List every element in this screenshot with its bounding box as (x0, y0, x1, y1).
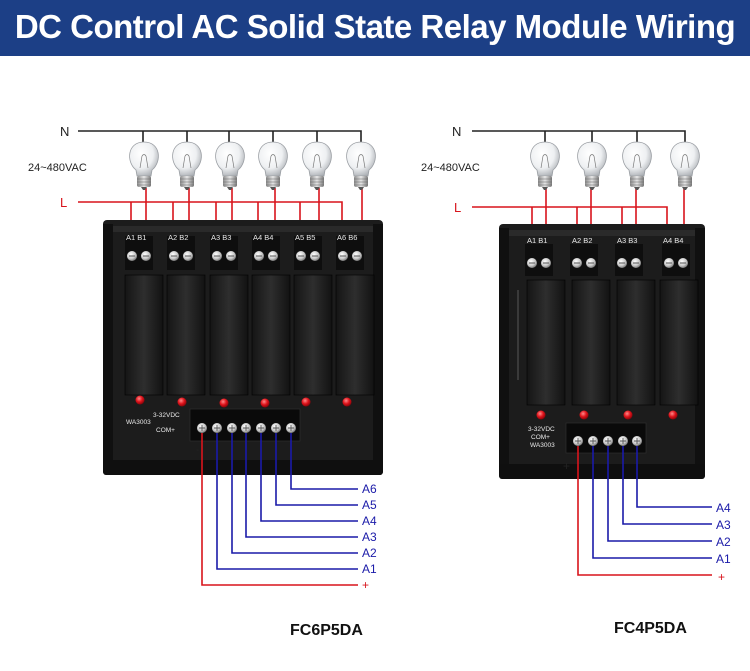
terminal-label: A4 B4 (663, 236, 683, 245)
live-label: L (454, 200, 461, 215)
input-voltage-label: 3-32VDC (153, 412, 180, 419)
light-bulb (215, 141, 245, 190)
com-label: COM+ (531, 434, 550, 441)
light-bulb (530, 141, 560, 190)
module-fc4p5da: N 24~480VAC L (421, 124, 731, 637)
light-bulb (129, 141, 159, 190)
control-label: A1 (716, 552, 731, 566)
voltage-label: 24~480VAC (421, 162, 480, 174)
terminal-label: A5 B5 (295, 233, 315, 242)
model-name: FC4P5DA (614, 620, 687, 637)
input-voltage-label: 3-32VDC (528, 426, 555, 433)
light-bulb (577, 141, 607, 190)
control-wires (201, 433, 358, 586)
light-bulb (258, 141, 288, 190)
control-label: A4 (716, 501, 731, 515)
control-label: A2 (362, 546, 377, 560)
control-label: + (362, 578, 369, 592)
neutral-label: N (452, 124, 461, 139)
module-fc6p5da: N 24~480VAC L (28, 124, 383, 639)
terminal-label: A3 B3 (211, 233, 231, 242)
control-label: A1 (362, 562, 377, 576)
control-label: A6 (362, 482, 377, 496)
terminal-label: A4 B4 (253, 233, 273, 242)
light-bulb (302, 141, 332, 190)
status-leds (536, 410, 678, 420)
control-label: A5 (362, 498, 377, 512)
live-label: L (60, 195, 67, 210)
terminal-label: A6 B6 (337, 233, 357, 242)
dc-input-terminal (565, 422, 647, 454)
page-title: DC Control AC Solid State Relay Module W… (14, 8, 736, 45)
control-wires (577, 446, 712, 576)
neutral-label: N (60, 124, 69, 139)
voltage-label: 24~480VAC (28, 162, 87, 174)
model-name: FC6P5DA (290, 622, 363, 639)
ac-terminal-block (525, 244, 690, 276)
terminal-label: A2 B2 (168, 233, 188, 242)
minus-sign: - (196, 445, 199, 456)
light-bulb (622, 141, 652, 190)
ssr-relay-bank (526, 279, 699, 406)
terminal-label: A2 B2 (572, 236, 592, 245)
com-label: COM+ (156, 427, 175, 434)
dc-input-terminal (189, 408, 301, 442)
status-leds (135, 395, 352, 408)
plus-sign: + (563, 459, 570, 473)
title-banner (0, 0, 750, 56)
model-code-label: WA3003 (126, 419, 151, 426)
terminal-label: A1 B1 (527, 236, 547, 245)
light-bulb (172, 141, 202, 190)
ssr-relay-bank (124, 274, 375, 396)
ac-terminal-block (125, 236, 364, 270)
terminal-label: A3 B3 (617, 236, 637, 245)
wiring-diagram: N 24~480VAC L (28, 124, 731, 639)
control-label: + (718, 570, 725, 584)
neutral-wire (472, 130, 686, 146)
control-label: A3 (362, 530, 377, 544)
model-code-label: WA3003 (530, 442, 555, 449)
control-label: A4 (362, 514, 377, 528)
control-label: A2 (716, 535, 731, 549)
terminal-label: A1 B1 (126, 233, 146, 242)
light-bulb (670, 141, 700, 190)
control-label: A3 (716, 518, 731, 532)
light-bulb (346, 141, 376, 190)
